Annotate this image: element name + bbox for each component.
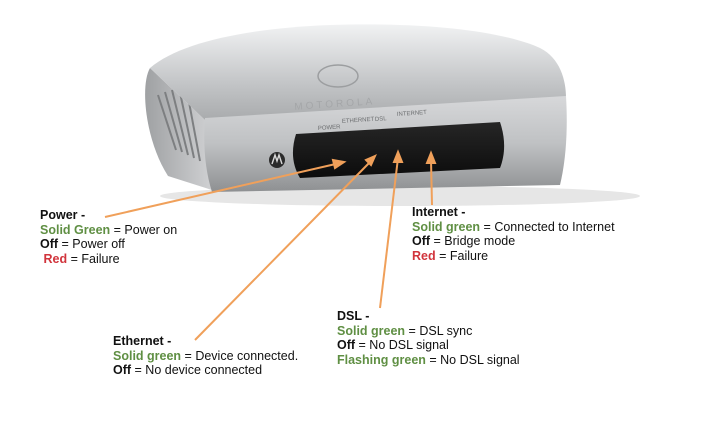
internet-row-off: Off = Bridge mode [412, 234, 615, 249]
device-shadow [160, 186, 640, 206]
internet-row-green: Solid green = Connected to Internet [412, 220, 615, 235]
callout-arrows [104, 149, 437, 341]
arrow-power [104, 162, 341, 218]
led-window [292, 122, 505, 178]
dsl-desc-flashing: = No DSL signal [425, 352, 520, 367]
ethernet-state-off: Off [113, 363, 132, 377]
internet-desc-off: = Bridge mode [430, 234, 516, 248]
arrow-dsl [379, 157, 399, 309]
led-label-ethernet: ETHERNET [342, 117, 375, 125]
ethernet-desc-off: = No device connected [131, 363, 263, 377]
power-row-off: Off = Power off [40, 237, 177, 252]
internet-state-green: Solid green [412, 219, 481, 234]
ethernet-row-green: Solid green = Device connected. [113, 349, 298, 364]
arrow-power-head [331, 158, 347, 170]
power-legend: Power - Solid Green = Power on Off = Pow… [40, 208, 177, 266]
brand-emblem [317, 64, 359, 88]
device-left-side [145, 68, 212, 190]
power-desc-red: = Failure [67, 251, 120, 266]
internet-desc-green: = Connected to Internet [480, 219, 615, 234]
power-row-green: Solid Green = Power on [40, 223, 177, 238]
arrow-ethernet [194, 159, 373, 341]
internet-row-red: Red = Failure [412, 249, 615, 264]
internet-legend: Internet - Solid green = Connected to In… [412, 205, 615, 263]
ethernet-state-green: Solid green [113, 348, 182, 363]
power-state-red: Red [43, 251, 68, 266]
power-row-red: Red = Failure [40, 252, 177, 267]
power-state-green: Solid Green [40, 222, 111, 237]
internet-state-off: Off [412, 234, 431, 248]
dsl-title: DSL - [337, 309, 370, 323]
motorola-logo-mark [271, 152, 283, 165]
dsl-row-flash: Flashing green = No DSL signal [337, 353, 520, 368]
vent-slots [157, 85, 201, 162]
device-top [150, 24, 566, 120]
dsl-row-off: Off = No DSL signal [337, 338, 520, 353]
ethernet-legend: Ethernet - Solid green = Device connecte… [113, 334, 298, 378]
led-label-internet: INTERNET [397, 110, 428, 118]
dsl-legend: DSL - Solid green = DSL sync Off = No DS… [337, 309, 520, 367]
dsl-state-off: Off [337, 338, 356, 352]
led-label-dsl: DSL [375, 116, 388, 123]
power-desc-green: = Power on [110, 222, 178, 237]
power-title: Power - [40, 208, 86, 222]
dsl-state-flashing: Flashing green [337, 352, 426, 367]
internet-title: Internet - [412, 205, 466, 219]
dsl-row-green: Solid green = DSL sync [337, 324, 520, 339]
led-label-power: POWER [318, 124, 342, 132]
arrow-internet-head [425, 150, 437, 164]
arrow-internet [430, 159, 433, 206]
ethernet-desc-green: = Device connected. [181, 348, 299, 363]
dsl-state-green: Solid green [337, 323, 406, 338]
arrow-ethernet-head [364, 154, 377, 167]
internet-state-red: Red [412, 248, 436, 263]
power-state-off: Off [40, 237, 59, 251]
led-label-row: POWER ETHERNET DSL INTERNET [318, 110, 428, 132]
ethernet-row-off: Off = No device connected [113, 363, 298, 378]
internet-desc-red: = Failure [435, 248, 489, 263]
dsl-desc-green: = DSL sync [405, 323, 473, 338]
power-desc-off: = Power off [58, 237, 125, 251]
arrow-dsl-head [392, 149, 404, 163]
ethernet-title: Ethernet - [113, 334, 172, 348]
dsl-desc-off: = No DSL signal [355, 338, 449, 352]
